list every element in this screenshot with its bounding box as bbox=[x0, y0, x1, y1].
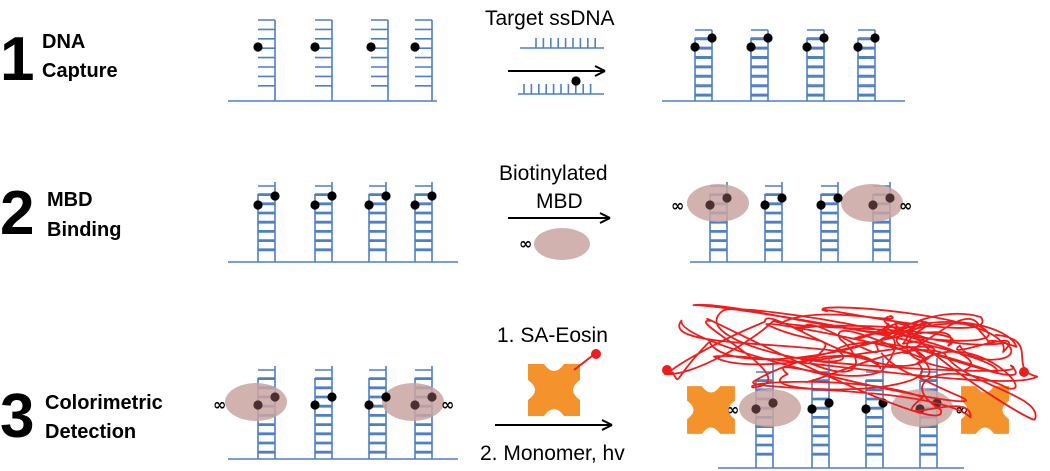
methyl-dot-icon bbox=[870, 33, 880, 43]
methyl-dot-icon bbox=[571, 76, 581, 86]
polymer-strand bbox=[765, 306, 1013, 378]
methyl-dot-icon bbox=[722, 193, 732, 203]
methyl-dot-icon bbox=[364, 200, 374, 210]
methyl-dot-icon bbox=[751, 404, 761, 414]
biotin-icon: ∞ bbox=[213, 395, 226, 414]
methyl-dot-icon bbox=[381, 392, 391, 402]
methyl-dot-icon bbox=[760, 200, 770, 210]
step-3-mbd-bound-probes: ∞∞ bbox=[213, 366, 458, 460]
methyl-dot-icon bbox=[253, 200, 263, 210]
methyl-dot-icon bbox=[853, 42, 863, 52]
step-1-number: 1 bbox=[0, 25, 34, 94]
step-1-title-line2: Capture bbox=[42, 60, 118, 82]
methyl-dot-icon bbox=[366, 42, 376, 52]
step-2-mbd-bound-probes: ∞∞ bbox=[671, 182, 918, 263]
methyl-dot-icon bbox=[410, 400, 420, 410]
methyl-dot-icon bbox=[868, 200, 878, 210]
step-1-capture-probes bbox=[228, 19, 437, 102]
methyl-dot-icon bbox=[819, 33, 829, 43]
mbd-protein-icon bbox=[534, 228, 590, 260]
step-1-arrow: Target ssDNA bbox=[485, 7, 615, 95]
target-ssdna-icon bbox=[520, 38, 604, 49]
mbd-protein-icon bbox=[739, 389, 801, 427]
methyl-dot-icon bbox=[270, 392, 280, 402]
step-1-arrow-label: Target ssDNA bbox=[485, 7, 615, 30]
polymer-mesh-icon bbox=[662, 303, 1039, 421]
step-3-arrow-label-bottom: 2. Monomer, hv bbox=[480, 442, 625, 465]
step-3-arrow-label-top: 1. SA-Eosin bbox=[497, 324, 608, 347]
step-2-hybridized-probes bbox=[228, 182, 458, 263]
streptavidin-eosin-icon bbox=[528, 349, 601, 416]
methyl-dot-icon bbox=[746, 42, 756, 52]
eosin-icon bbox=[591, 349, 601, 359]
step-1-title-line1: DNA bbox=[42, 31, 85, 53]
methyl-dot-icon bbox=[364, 400, 374, 410]
methyl-dot-icon bbox=[427, 191, 437, 201]
methyl-dot-icon bbox=[310, 400, 320, 410]
step-3-label: 3 Colorimetric Detection bbox=[0, 382, 163, 451]
step-1-label: 1 DNA Capture bbox=[0, 25, 118, 94]
biotin-icon: ∞ bbox=[441, 395, 454, 414]
methyl-dot-icon bbox=[253, 42, 263, 52]
methyl-dot-icon bbox=[427, 392, 437, 402]
streptavidin-icon bbox=[528, 364, 580, 416]
methyl-dot-icon bbox=[410, 200, 420, 210]
step-2-title-line2: Binding bbox=[47, 219, 121, 241]
polymer-strand bbox=[678, 318, 1037, 421]
methyl-dot-icon bbox=[885, 193, 895, 203]
step-2-label: 2 MBD Binding bbox=[0, 179, 121, 248]
streptavidin-shape bbox=[687, 386, 735, 434]
step-3-title-line1: Colorimetric bbox=[45, 392, 163, 414]
arrow-head-icon bbox=[599, 212, 611, 224]
streptavidin-icon bbox=[687, 386, 735, 434]
step-1-hybridized-probes bbox=[662, 29, 905, 102]
eosin-linker bbox=[573, 355, 593, 371]
methyl-dot-icon bbox=[833, 193, 843, 203]
eosin-icon bbox=[662, 365, 672, 375]
methyl-dot-icon bbox=[816, 200, 826, 210]
eosin-icon bbox=[1019, 367, 1029, 377]
step-3-arrow: 1. SA-Eosin 2. Monomer, hv bbox=[480, 324, 625, 465]
methyl-dot-icon bbox=[410, 42, 420, 52]
methyl-dot-icon bbox=[310, 200, 320, 210]
biotin-icon: ∞ bbox=[671, 196, 684, 215]
methyl-dot-icon bbox=[327, 392, 337, 402]
step-2-arrow-label-line2: MBD bbox=[536, 190, 583, 213]
methyl-dot-icon bbox=[707, 33, 717, 43]
step-3-title-line2: Detection bbox=[45, 421, 136, 443]
methyl-dot-icon bbox=[802, 42, 812, 52]
methyl-dot-icon bbox=[861, 404, 871, 414]
methyl-dot-icon bbox=[690, 42, 700, 52]
methyl-dot-icon bbox=[310, 42, 320, 52]
methyl-dot-icon bbox=[807, 404, 817, 414]
step-2-arrow: Biotinylated MBD ∞ bbox=[499, 162, 611, 260]
step-2-title-line1: MBD bbox=[47, 189, 93, 211]
arrow-head-icon bbox=[594, 65, 606, 77]
biotin-icon: ∞ bbox=[519, 234, 532, 253]
biotin-icon: ∞ bbox=[899, 196, 912, 215]
methyl-dot-icon bbox=[763, 33, 773, 43]
mbd-protein-icon bbox=[687, 184, 749, 222]
methyl-dot-icon bbox=[381, 191, 391, 201]
methyl-dot-icon bbox=[777, 193, 787, 203]
methyl-dot-icon bbox=[253, 400, 263, 410]
target-ssdna-methylated-icon bbox=[518, 76, 604, 95]
methyl-dot-icon bbox=[768, 398, 778, 408]
streptavidin-shape bbox=[528, 364, 580, 416]
methyl-dot-icon bbox=[705, 200, 715, 210]
step-2-number: 2 bbox=[0, 179, 34, 248]
step-3-number: 3 bbox=[0, 382, 34, 451]
step-2-arrow-label-line1: Biotinylated bbox=[499, 162, 608, 185]
methyl-dot-icon bbox=[327, 191, 337, 201]
arrow-head-icon bbox=[601, 419, 613, 431]
methyl-dot-icon bbox=[824, 398, 834, 408]
methyl-dot-icon bbox=[270, 191, 280, 201]
